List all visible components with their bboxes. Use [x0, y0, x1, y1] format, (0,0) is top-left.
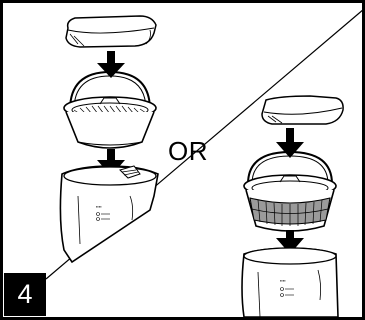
filter-basket-left — [64, 72, 156, 148]
svg-text:▪▪▪▪: ▪▪▪▪ — [96, 204, 102, 209]
or-separator-label: OR — [168, 136, 208, 167]
lid-left — [66, 16, 156, 47]
filter-basket-right — [244, 152, 336, 231]
step-number-badge: 4 — [4, 273, 46, 316]
arrow-down-icon — [97, 51, 125, 78]
lid-right — [262, 96, 343, 124]
coffee-maker-base-left: ▪▪▪▪ — [60, 166, 158, 262]
coffee-maker-base-right: ▪▪▪▪ — [242, 248, 338, 317]
svg-text:▪▪▪▪: ▪▪▪▪ — [280, 278, 286, 283]
